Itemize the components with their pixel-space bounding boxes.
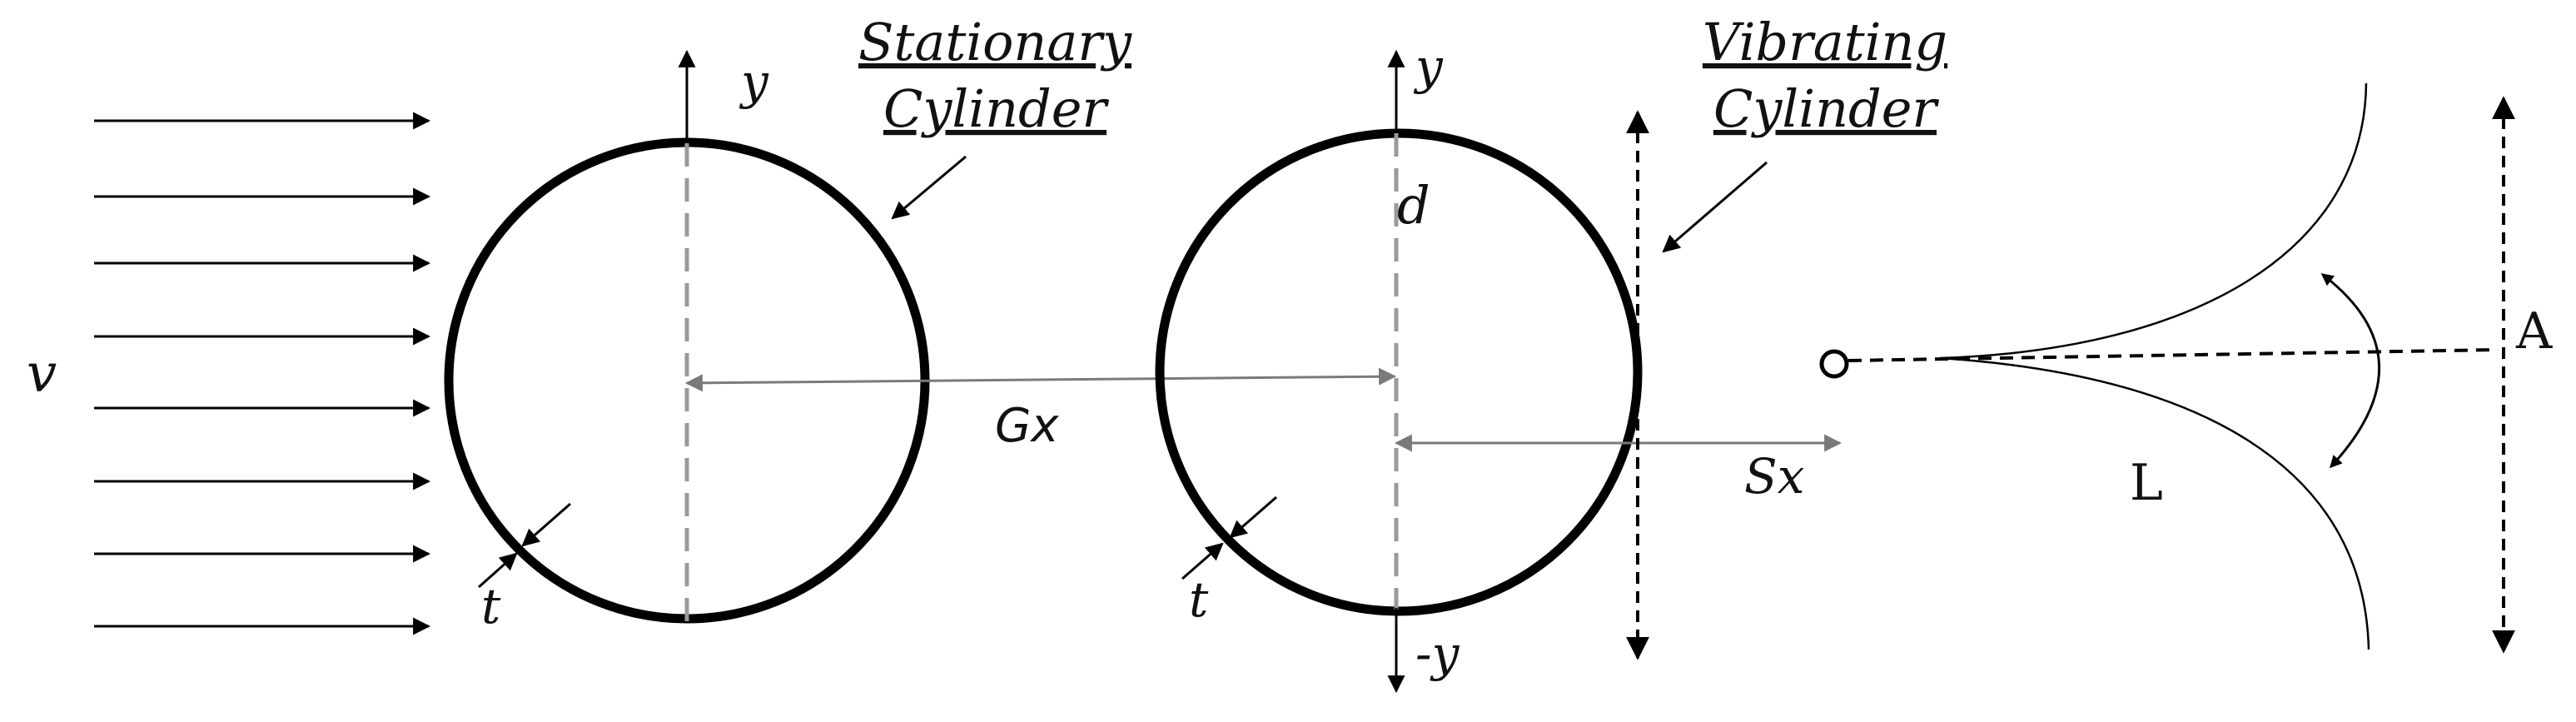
y-axis-label-left: y [738,53,769,110]
amplitude-label: A [2515,302,2553,361]
stationary-caption-line2: Cylinder [883,78,1109,139]
length-label: L [2130,454,2163,512]
y-axis-label-right: y [1413,38,1444,95]
spacing-label: Sx [1744,448,1804,505]
lower-deflection-curve [1939,356,2370,650]
pivot-point [1819,349,1849,379]
gap-dimension [684,367,1397,392]
vibrating-caption-line2: Cylinder [1713,78,1939,139]
vibrating-caption-pointer [1662,161,1768,253]
thickness-arrow-outer-right [1229,495,1277,539]
neg-y-axis-label: -y [1415,625,1460,682]
thickness-label-right: t [1189,571,1209,628]
gap-label: Gx [995,399,1059,453]
upper-deflection-curve [1939,82,2368,360]
thickness-label-left: t [481,578,501,635]
thickness-arrow-inner-left [478,552,518,589]
velocity-label: v [27,343,57,405]
thickness-arrow-outer-left [521,502,571,547]
stationary-caption-pointer [891,155,967,220]
flow-arrows [94,112,431,635]
stationary-caption-line1: Stationary [858,12,1132,72]
rotation-arrow [2320,273,2380,469]
diameter-label: d [1397,175,1430,236]
thickness-arrow-inner-right [1181,542,1224,580]
vibrating-caption-line1: Vibrating [1703,12,1947,72]
